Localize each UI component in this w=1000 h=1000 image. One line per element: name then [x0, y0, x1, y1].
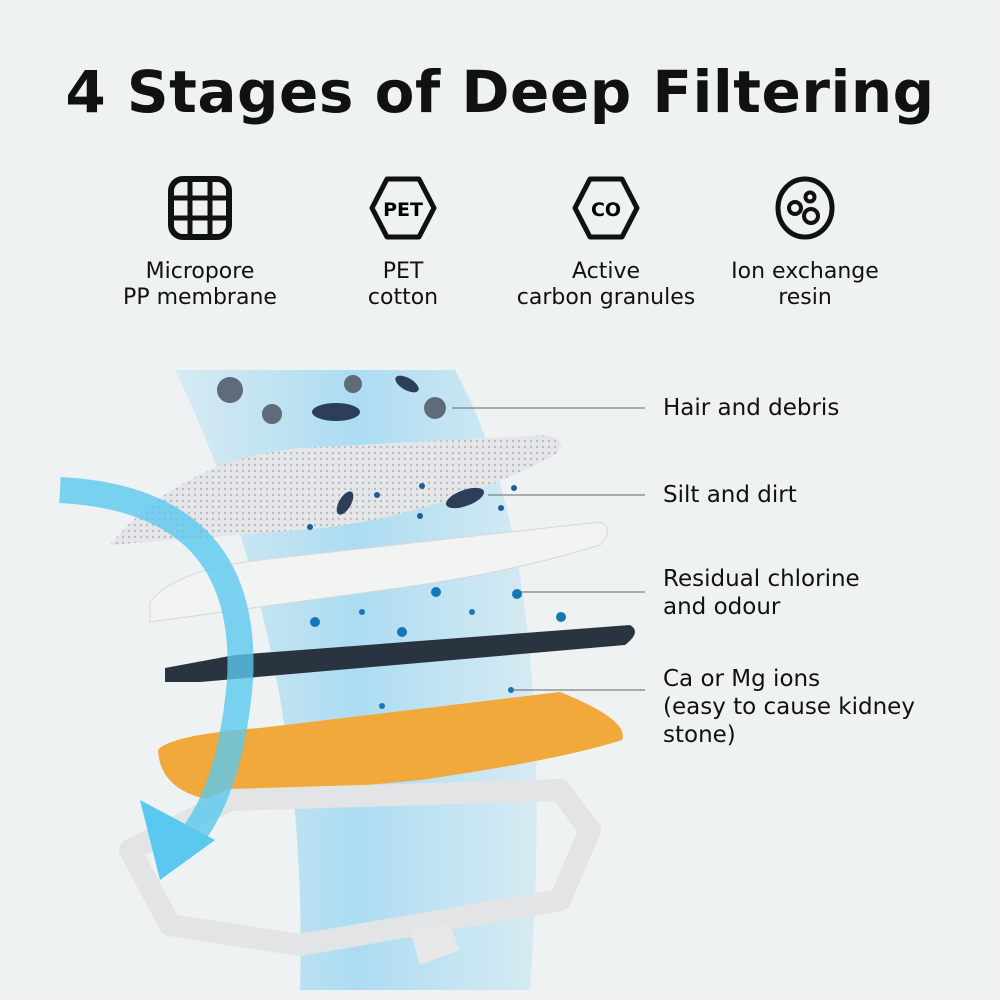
page-title: 4 Stages of Deep Filtering [65, 58, 935, 126]
co-hexagon-icon: CO [572, 176, 640, 240]
pet-hexagon-icon: PET [369, 176, 437, 240]
callout-leader-lines [452, 407, 645, 691]
ion-resin-layer [158, 692, 623, 800]
callout-text: Residual chlorine [663, 566, 860, 592]
filter-frame [119, 779, 601, 956]
callout-hair-debris: Hair and debris [663, 394, 839, 422]
callout-text: Hair and debris [663, 395, 840, 421]
callout-text: (easy to cause kidney [663, 694, 915, 720]
resin-beads-icon [775, 176, 835, 240]
co-icon-text: CO [591, 199, 621, 221]
stage-label-line2: PP membrane [123, 285, 277, 310]
carbon-layer [165, 625, 635, 682]
frame-tab [410, 925, 460, 965]
stage-label-line1: Active [571, 259, 641, 284]
callout-text: stone) [663, 722, 736, 748]
debris-particles [217, 375, 446, 424]
stage-label-line2: cotton [367, 285, 439, 310]
callout-silt-dirt: Silt and dirt [663, 481, 797, 509]
pp-membrane-layer [110, 435, 561, 545]
stage-label-line1: PET [382, 259, 424, 284]
callout-text: Ca or Mg ions [663, 666, 821, 692]
flow-arrow-icon [59, 477, 254, 860]
callout-text: Silt and dirt [663, 482, 797, 508]
stage-label-line2: resin [778, 285, 832, 310]
stage-label-line1: Ion exchange [731, 259, 879, 284]
callout-text: and odour [663, 594, 781, 620]
silt-particles [307, 483, 517, 530]
pet-icon-text: PET [383, 199, 423, 221]
stage-label-line2: carbon granules [516, 285, 696, 310]
flow-arrow-head-icon [140, 800, 215, 880]
stage-label-line1: Micropore [145, 259, 255, 284]
grid-icon [168, 176, 232, 240]
pet-cotton-layer [149, 521, 608, 623]
